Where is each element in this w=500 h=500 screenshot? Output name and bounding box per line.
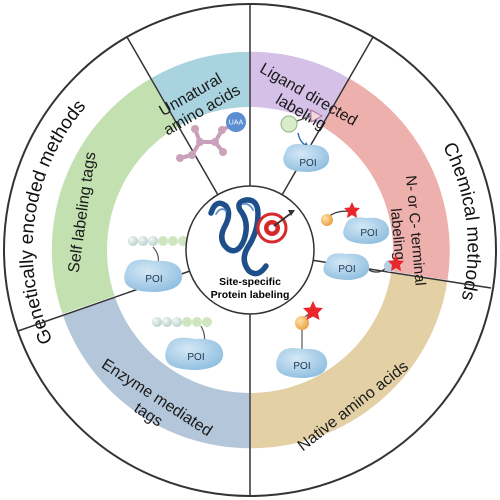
poi-label-self: POI — [145, 274, 162, 285]
native-amino-acids-icon: POI — [276, 301, 328, 378]
divider-lines — [17, 4, 492, 496]
center-title-line1: Site-specific — [219, 276, 281, 288]
enzyme-mediated-tags-icon: POI — [152, 317, 224, 370]
protein-blob — [323, 253, 370, 280]
star-icon — [388, 255, 404, 271]
poi-label-ligand: POI — [299, 158, 316, 169]
center-title-line2: Protein labeling — [211, 289, 290, 301]
n-c-terminal-icon: POI POI — [321, 202, 404, 280]
uaa-badge — [226, 112, 246, 132]
protein-blob — [124, 259, 183, 292]
poi-label-native: POI — [293, 361, 310, 372]
protein-ribbon-icon — [208, 197, 269, 277]
protein-blob — [283, 144, 330, 172]
uaa-badge-label: UAA — [229, 120, 244, 127]
protein-blob — [343, 217, 390, 244]
star-icon — [344, 202, 360, 218]
poi-label-n-terminal: POI — [360, 228, 377, 239]
ligand-directed-icon: POI — [280, 109, 330, 172]
protein-blob — [165, 337, 224, 370]
poi-label-c-terminal: POI — [338, 264, 355, 275]
label-nc-line2: labeling — [387, 208, 408, 261]
divider-upper-left — [126, 36, 219, 196]
poi-label-enzyme: POI — [187, 352, 204, 363]
target-icon — [256, 210, 295, 244]
protein-blob — [276, 348, 328, 378]
star-icon — [303, 301, 323, 320]
uaa-molecule-icon: UAA — [176, 112, 246, 162]
